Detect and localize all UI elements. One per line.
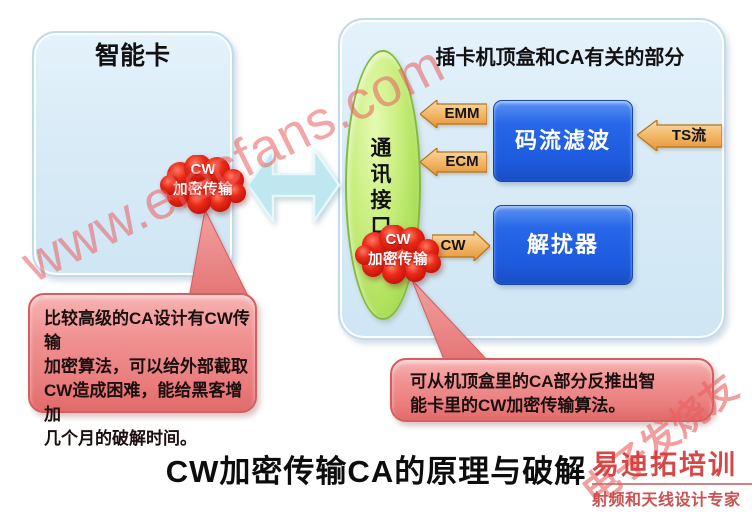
left-callout-line: 几个月的破解时间。 [44, 429, 197, 448]
cloud-label-encrypted: 加密传输 [368, 252, 428, 268]
stb-title: 插卡机顶盒和CA有关的部分 [435, 47, 685, 69]
ecm-arrow-icon: ECM [420, 148, 487, 176]
cw-encrypted-cloud-smartcard: CW 加密传输 [156, 154, 250, 215]
cw-encrypted-cloud-stb: CW 加密传输 [351, 224, 445, 285]
left-callout-line: CW造成困难，能给黑客增加 [44, 381, 243, 424]
left-callout-pointer [188, 208, 250, 299]
ts-stream-arrow-icon: TS流 [637, 120, 722, 151]
descrambler-block: 解扰器 [493, 205, 633, 285]
emm-arrow-icon: EMM [420, 100, 487, 128]
right-callout: 可从机顶盒里的CA部分反推出智 能卡里的CW加密传输算法。 [390, 358, 714, 422]
right-callout-line: 能卡里的CW加密传输算法。 [410, 396, 626, 415]
ts-stream-arrow-label: TS流 [671, 127, 707, 144]
cloud-label-encrypted: 加密传输 [173, 182, 233, 198]
right-callout-line: 可从机顶盒里的CA部分反推出智 [410, 372, 656, 391]
left-callout-line: 加密算法，可以给外部截取 [44, 357, 248, 376]
left-callout: 比较高级的CA设计有CW传输 加密算法，可以给外部截取 CW造成困难，能给黑客增… [28, 293, 257, 448]
cw-arrow-icon: CW [432, 231, 490, 261]
cloud-label-cw: CW [385, 231, 411, 248]
page-title: CW加密传输CA的原理与破解 [165, 454, 587, 489]
smart-card-title: 智能卡 [94, 42, 170, 70]
communication-interface-label: 通讯接口 [370, 137, 392, 238]
stream-filter-block: 码流滤波 [493, 100, 633, 182]
left-callout-line: 比较高级的CA设计有CW传输 [44, 309, 250, 352]
bidirectional-arrow-icon [246, 145, 341, 227]
cloud-icon [160, 154, 246, 214]
watermark-tagline: 射频和天线设计专家 [592, 492, 741, 509]
right-callout-pointer [411, 279, 491, 363]
watermark-logo: 易迪拓培训 [592, 443, 752, 485]
cloud-icon [355, 224, 441, 284]
cloud-label-cw: CW [190, 161, 216, 178]
ecm-arrow-label: ECM [445, 153, 479, 170]
emm-arrow-label: EMM [444, 105, 480, 122]
cw-arrow-label: CW [440, 237, 466, 254]
